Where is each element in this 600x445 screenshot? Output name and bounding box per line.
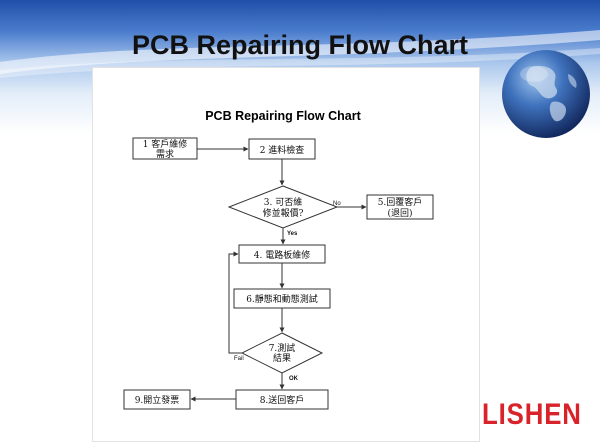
header-swoosh [0,30,600,78]
edge-7-4-loop [228,251,242,354]
node-7-line-1: 7.測試 [269,342,296,354]
node-9-box [123,389,191,410]
edge-label-yes: Yes [287,231,298,237]
globe-icon [502,50,590,138]
node-5-line-1: 5.回覆客戶 [378,196,423,208]
flowchart-panel: PCB Repairing Flow Chart 1 客戶維修 需求 2 進料檢… [92,67,480,442]
node-5-box [366,194,434,220]
node-8-label: 8.送回客戶 [260,394,305,406]
node-6-label: 6.靜態和動態測試 [246,293,318,305]
node-4-label: 4. 電路板維修 [254,249,310,261]
slide-title: PCB Repairing Flow Chart [131,30,469,60]
lishen-logo: LISHEN [482,398,582,431]
edge-label-no: No [333,201,341,207]
node-2-label: 2 進料檢查 [260,144,305,156]
edge-label-fail: Fail [234,356,244,362]
node-1-line-2: 需求 [156,148,174,160]
node-9-label: 9.開立發票 [135,394,180,406]
node-3-line-1: 3. 可否維 [264,196,302,208]
node-1-line-1: 1 客戶維修 [143,138,188,150]
node-3-line-2: 修並報價? [263,207,304,219]
diagram-title: PCB Repairing Flow Chart [205,109,361,123]
node-7-line-2: 結果 [273,352,291,364]
flowchart: PCB Repairing Flow Chart 1 客戶維修 需求 2 進料檢… [123,109,434,410]
edge-label-ok: OK [289,376,299,382]
node-5-line-2: (退回) [387,208,412,219]
